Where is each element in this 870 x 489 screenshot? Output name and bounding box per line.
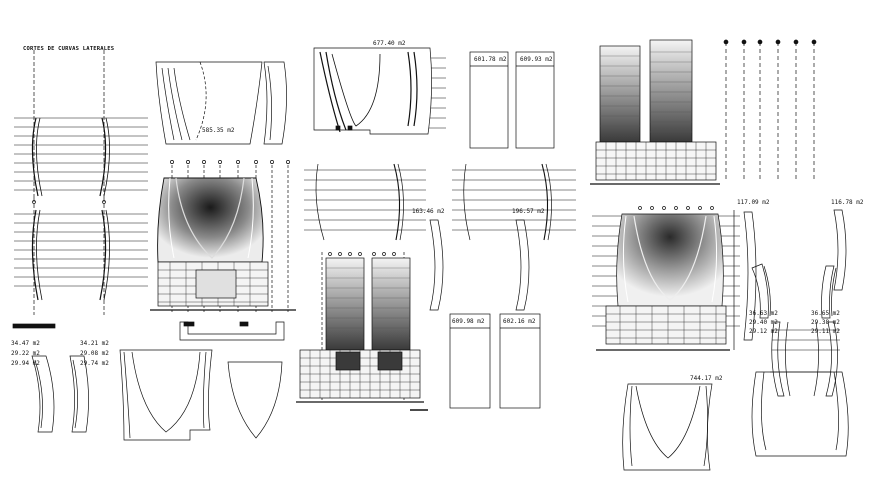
area-label-585: 585.35 m2 <box>202 127 235 134</box>
slab-plan-601 <box>469 51 509 149</box>
curve-plan-piece-a <box>31 355 55 433</box>
curve-piece-196 <box>515 219 530 311</box>
curved-plan-bottom-a <box>119 349 213 441</box>
slab-plan-602 <box>499 313 541 409</box>
area-label-602: 602.16 m2 <box>503 318 536 325</box>
lateral-section-left-lower <box>12 198 148 329</box>
curve-section-right-lower <box>771 321 840 397</box>
right-curve-area-a2: 29.40 m2 <box>749 319 778 326</box>
curved-floor-plan-585 <box>155 61 287 145</box>
area-label-117: 117.09 m2 <box>737 199 770 206</box>
curved-floor-plan-677 <box>313 47 446 135</box>
right-curve-area-a1: 36.63 m2 <box>749 310 778 317</box>
area-label-196: 196.57 m2 <box>512 208 545 215</box>
left-curve-area-b3: 29.74 m2 <box>80 360 109 367</box>
section-elevation-right <box>592 206 740 351</box>
twin-tower-elevation-bottom <box>296 252 428 411</box>
curve-plan-piece-b <box>69 355 89 433</box>
area-label-677: 677.40 m2 <box>373 40 406 47</box>
curve-fragments-right <box>751 263 837 319</box>
right-curve-area-b1: 36.65 m2 <box>811 310 840 317</box>
slab-plan-609-98 <box>449 313 491 409</box>
left-curve-area-b2: 29.08 m2 <box>80 350 109 357</box>
curved-plan-right-corner <box>751 371 849 457</box>
twin-tower-elevation-top <box>590 39 720 185</box>
slab-plan-609 <box>515 51 555 149</box>
curved-floor-plan-744 <box>622 383 713 471</box>
curve-piece-163 <box>429 219 444 311</box>
section-elevation-left <box>150 160 296 341</box>
left-curve-area-a2: 29.22 m2 <box>11 350 40 357</box>
right-curve-area-b3: 29.11 m2 <box>811 328 840 335</box>
curve-piece-117 <box>743 211 757 341</box>
area-label-163: 163.46 m2 <box>412 208 445 215</box>
curve-section-mid-a <box>304 163 426 241</box>
left-curve-area-a1: 34.47 m2 <box>11 340 40 347</box>
right-curve-area-b2: 29.38 m2 <box>811 319 840 326</box>
left-curve-area-b1: 34.21 m2 <box>80 340 109 347</box>
sheet-title: CORTES DE CURVAS LATERALES <box>23 46 115 52</box>
area-label-609-98: 609.98 m2 <box>452 318 485 325</box>
area-label-601: 601.78 m2 <box>474 56 507 63</box>
area-label-116: 116.78 m2 <box>831 199 864 206</box>
curve-section-mid-b <box>452 163 576 241</box>
structural-grid-axes <box>723 39 817 182</box>
area-label-609-93: 609.93 m2 <box>520 56 553 63</box>
right-curve-area-a3: 29.12 m2 <box>749 328 778 335</box>
curved-plan-bottom-b <box>227 361 283 439</box>
curve-piece-116 <box>833 209 847 291</box>
area-label-744: 744.17 m2 <box>690 375 723 382</box>
left-curve-area-a3: 29.94 m2 <box>11 360 40 367</box>
lateral-section-left-upper <box>14 50 148 200</box>
